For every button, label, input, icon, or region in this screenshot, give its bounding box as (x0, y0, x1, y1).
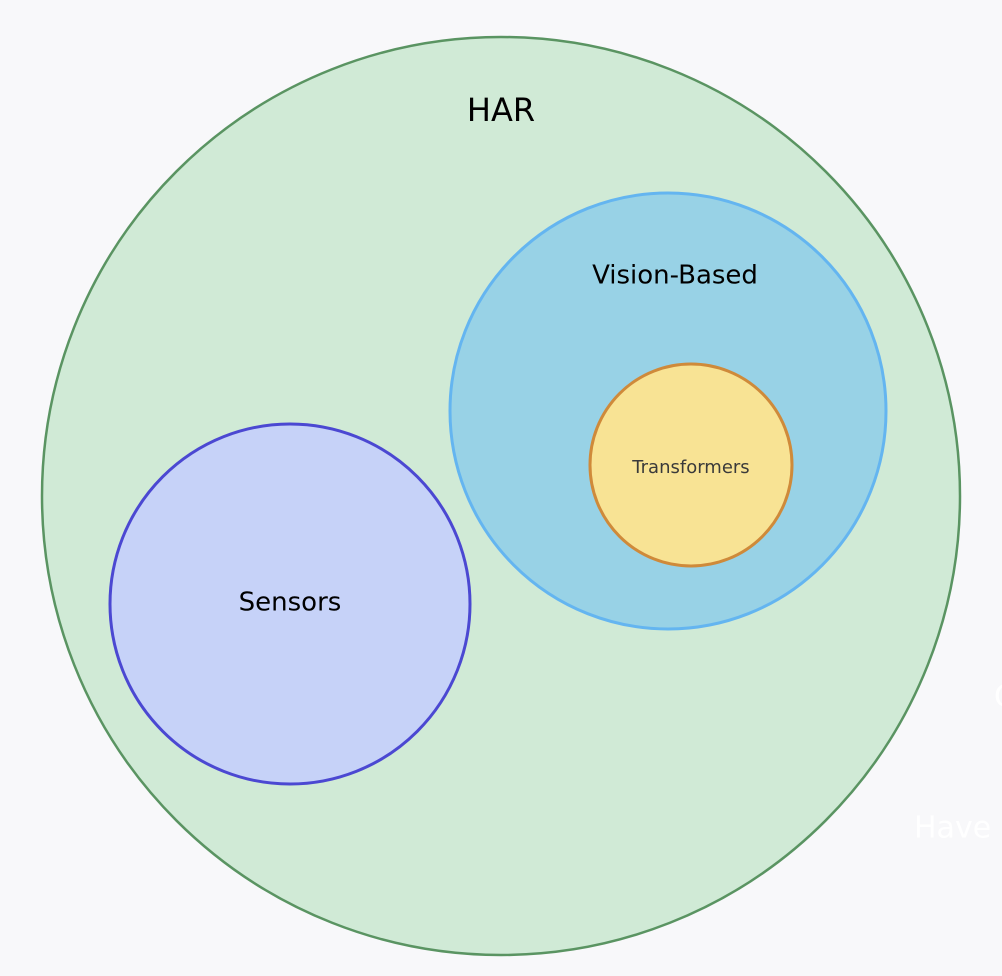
transformers-circle[interactable] (588, 362, 794, 568)
partial-text-c: C (994, 680, 1002, 715)
sensors-circle[interactable] (108, 422, 472, 786)
partial-text-have: Have (914, 811, 991, 846)
sensors-label: Sensors (239, 588, 342, 618)
vision-based-label: Vision-Based (592, 261, 758, 291)
transformers-label: Transformers (631, 457, 749, 478)
har-label: HAR (467, 91, 535, 129)
sensors-circle-group[interactable]: Sensors (108, 422, 472, 786)
transformers-circle-group[interactable]: Transformers (588, 362, 794, 568)
